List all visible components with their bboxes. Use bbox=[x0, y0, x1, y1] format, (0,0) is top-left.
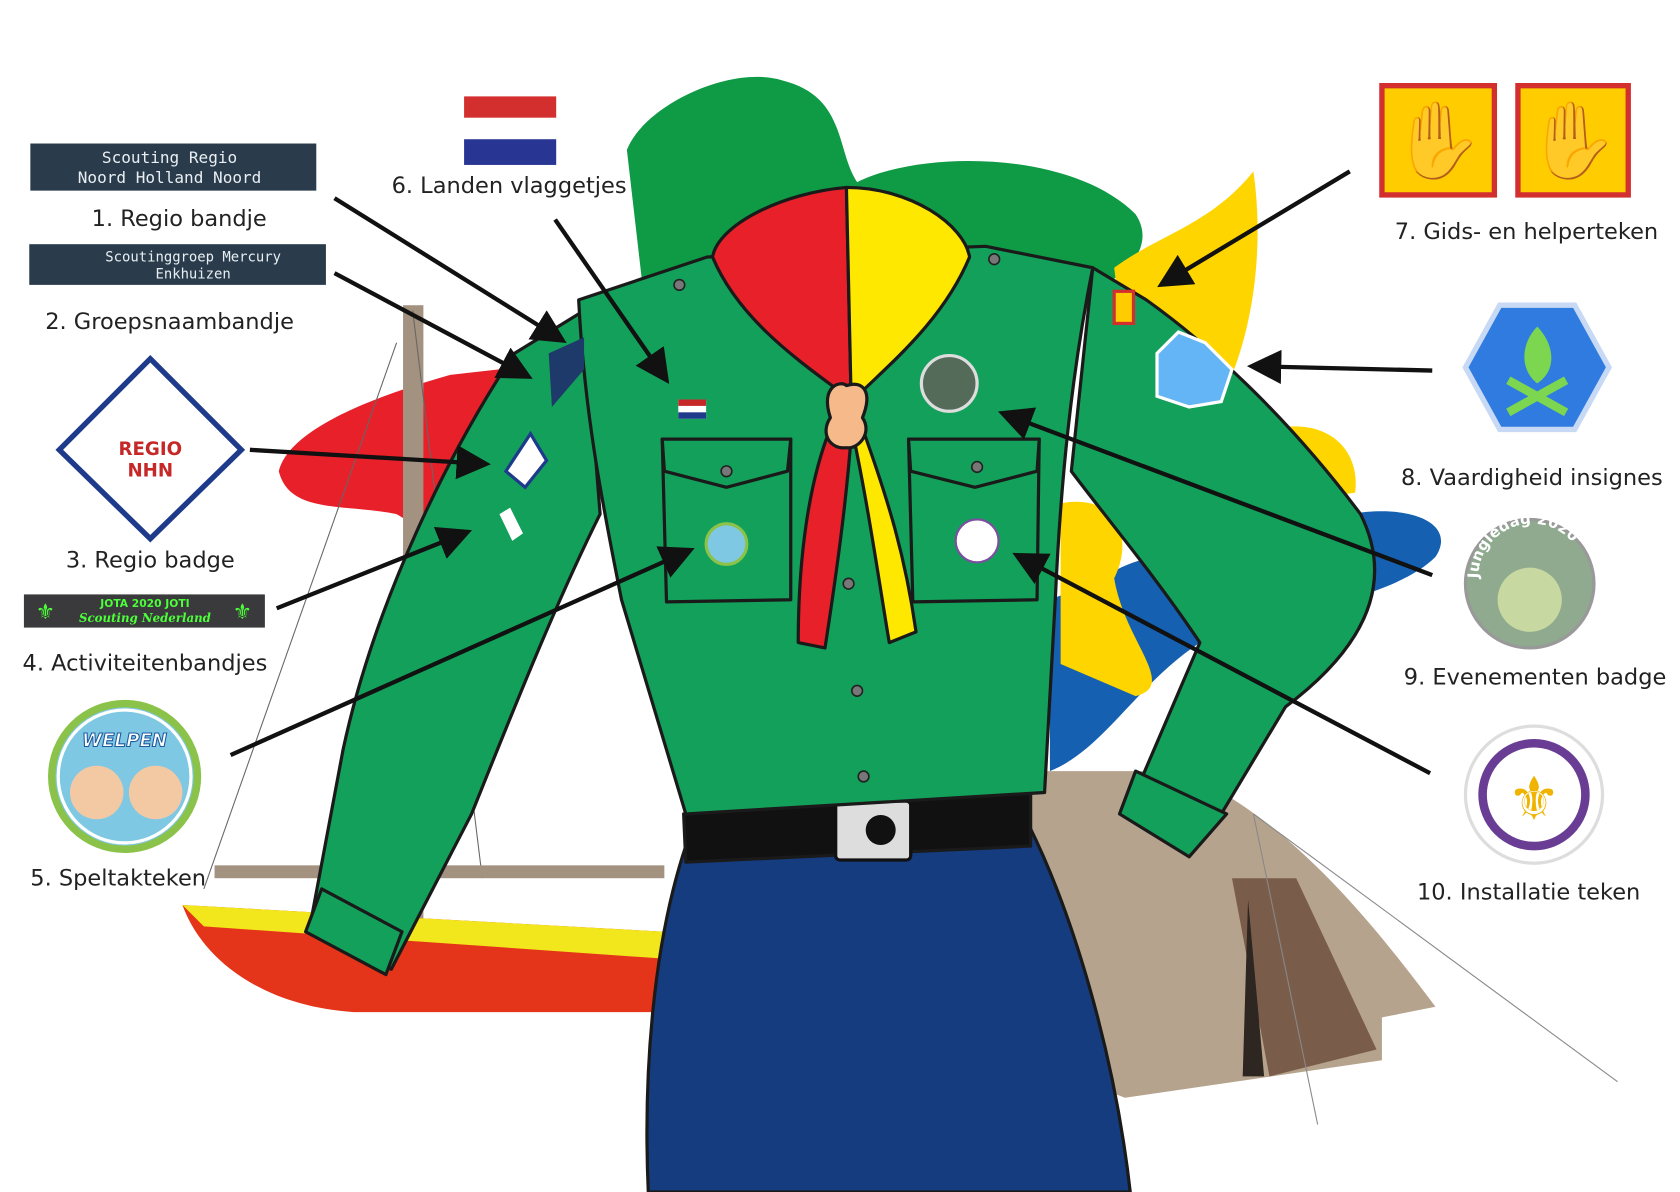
svg-text:NHN: NHN bbox=[127, 461, 173, 482]
installatie-teken: ⚜ bbox=[1463, 724, 1605, 865]
svg-text:Scoutinggroep Mercury: Scoutinggroep Mercury bbox=[105, 249, 281, 265]
arrows bbox=[229, 169, 1434, 776]
shirt-skill-patches bbox=[1155, 330, 1234, 409]
label-speltakteken: 5. Speltakteken bbox=[30, 866, 206, 892]
label-groepsnaambandje: 2. Groepsnaambandje bbox=[45, 309, 294, 335]
svg-text:Enkhuizen: Enkhuizen bbox=[155, 266, 230, 282]
arrow-landen-vlaggetjes bbox=[553, 218, 670, 385]
labels: 1. Regio bandje 2. Groepsnaambandje 3. R… bbox=[23, 173, 1667, 906]
shirt-installation-patch bbox=[954, 518, 1000, 564]
boat-stripe bbox=[182, 904, 665, 959]
svg-text:⚜: ⚜ bbox=[36, 600, 55, 624]
arrow-gids-helperteken bbox=[1157, 169, 1351, 288]
svg-text:Noord Holland Noord: Noord Holland Noord bbox=[78, 168, 262, 187]
shirt-regio-badge bbox=[503, 430, 549, 490]
scarf-yellow bbox=[844, 185, 972, 645]
speltakteken: WELPEN bbox=[48, 699, 202, 854]
svg-text:Scouting Nederland: Scouting Nederland bbox=[79, 611, 211, 625]
landen-vlaggetje bbox=[464, 96, 557, 165]
shirt-welpen-patch bbox=[704, 522, 749, 567]
svg-text:REGIO: REGIO bbox=[118, 439, 182, 460]
arrow-speltakteken bbox=[229, 546, 695, 757]
tent-opening bbox=[1242, 899, 1265, 1077]
label-landen-vlaggetjes: 6. Landen vlaggetjes bbox=[392, 173, 627, 199]
arrow-regio-badge bbox=[249, 445, 491, 480]
arrow-installatie-teken bbox=[1012, 552, 1432, 776]
shirt-event-patch bbox=[919, 353, 979, 413]
scarf-woggle bbox=[824, 382, 869, 450]
shirt-left-bands bbox=[548, 337, 585, 407]
regio-bandje: Scouting Regio Noord Holland Noord bbox=[30, 143, 317, 191]
arrow-activiteitenbandjes bbox=[275, 526, 473, 611]
svg-text:WELPEN: WELPEN bbox=[82, 730, 167, 751]
left-cuff bbox=[303, 887, 404, 977]
arrow-evenementen-badge bbox=[997, 407, 1434, 578]
arrow-groepsnaambandje bbox=[333, 271, 533, 379]
shirt-guide-patch bbox=[1112, 289, 1136, 326]
label-gids-helperteken: 7. Gids- en helperteken bbox=[1395, 219, 1658, 245]
right-sleeve bbox=[1069, 266, 1377, 816]
label-regio-bandje: 1. Regio bandje bbox=[92, 206, 267, 232]
label-activiteitenbandjes: 4. Activiteitenbandjes bbox=[23, 650, 268, 676]
groepsnaambandje: Scoutinggroep Mercury Enkhuizen bbox=[29, 244, 326, 285]
yellow-shape-mid bbox=[1060, 501, 1152, 697]
hand-icon: ✋ bbox=[1391, 98, 1484, 183]
svg-text:⚜: ⚜ bbox=[233, 600, 252, 624]
evenementen-badge: Jungledag 2020 bbox=[1463, 509, 1596, 650]
arrow-vaardigheid-insignes bbox=[1246, 349, 1433, 385]
arrow-regio-bandje bbox=[333, 196, 567, 343]
label-vaardigheid-insignes: 8. Vaardigheid insignes bbox=[1401, 465, 1663, 491]
hand-icon: ✋ bbox=[1526, 98, 1619, 183]
label-evenementen-badge: 9. Evenementen badge bbox=[1404, 664, 1667, 690]
right-cuff bbox=[1117, 769, 1229, 859]
label-regio-badge: 3. Regio badge bbox=[66, 548, 235, 574]
svg-text:Scouting Regio: Scouting Regio bbox=[102, 148, 237, 167]
fleur-de-lis-icon: ⚜ bbox=[1507, 766, 1561, 832]
label-installatie-teken: 10. Installatie teken bbox=[1417, 880, 1640, 906]
svg-text:JOTA 2020 JOTI: JOTA 2020 JOTI bbox=[99, 597, 189, 610]
regio-badge: REGIO NHN bbox=[55, 354, 246, 543]
activiteitenbandje: JOTA 2020 JOTI Scouting Nederland ⚜ ⚜ bbox=[23, 594, 265, 628]
tent-door bbox=[1231, 878, 1377, 1077]
vaardigheid-insigne bbox=[1462, 302, 1613, 433]
gids-helperteken: ✋ ✋ bbox=[1379, 83, 1631, 198]
